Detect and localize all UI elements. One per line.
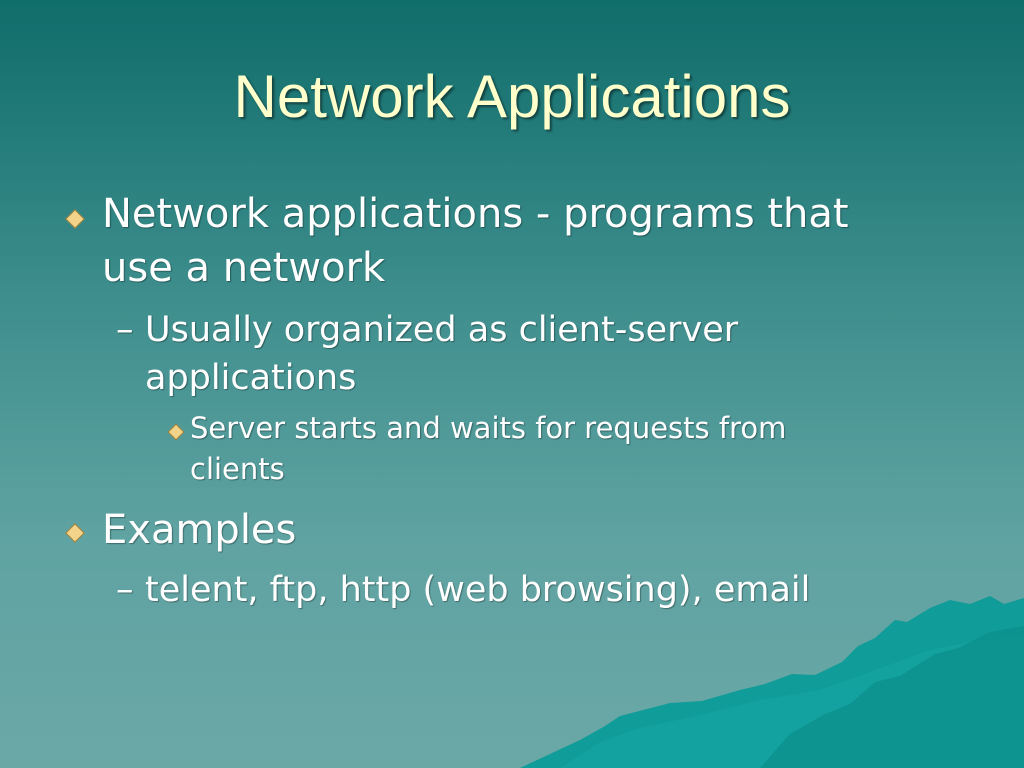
bullet-level1-network-applications-line2: use a network — [102, 245, 386, 291]
bullet-level2-client-server-line2: applications — [145, 358, 357, 398]
dash-bullet-icon: – — [116, 310, 134, 350]
bullet-level1-network-applications-line1: Network applications - programs that — [102, 191, 849, 237]
slide-title: Network Applications — [233, 63, 791, 130]
bullet-level3-server-waits-line2: clients — [190, 452, 285, 486]
bullet-level2-examples-list: telent, ftp, http (web browsing), email — [145, 570, 811, 610]
bullet-level3-server-waits-line1: Server starts and waits for requests fro… — [190, 411, 787, 445]
bullet-level2-client-server-line1: Usually organized as client-server — [145, 310, 739, 350]
diamond-bullet-icon — [65, 523, 85, 543]
dash-bullet-icon: – — [116, 570, 134, 610]
diamond-bullet-icon — [65, 209, 85, 229]
bullet-level1-examples: Examples — [102, 507, 297, 553]
diamond-bullet-icon — [167, 423, 185, 441]
